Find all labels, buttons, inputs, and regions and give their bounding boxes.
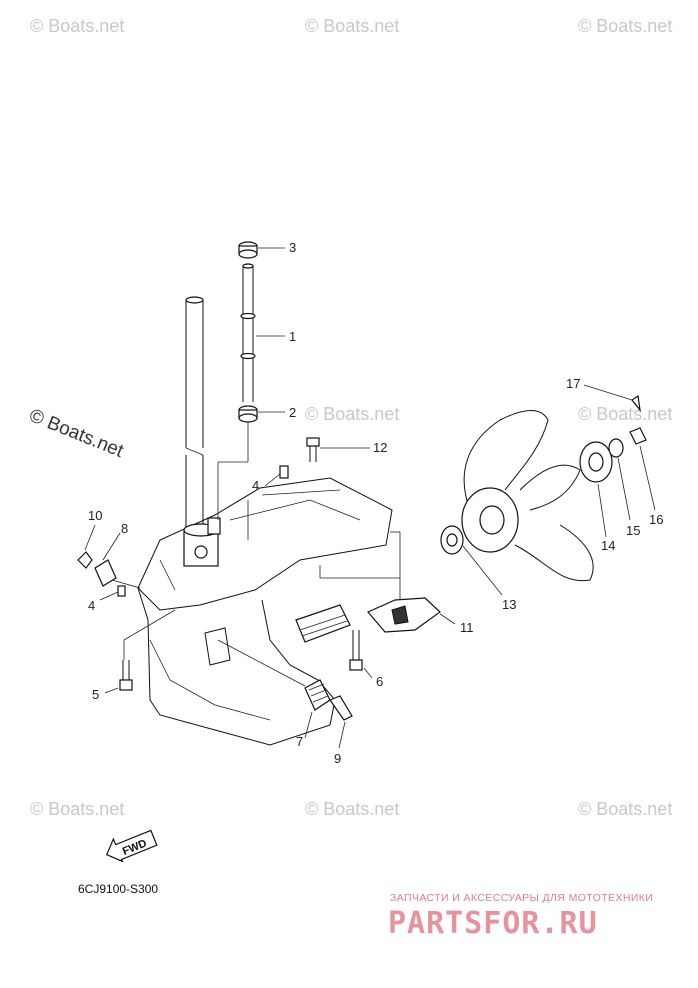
callout-4-upper: 4 — [252, 478, 259, 493]
fwd-arrow: FWD — [105, 829, 158, 863]
callout-10: 10 — [88, 508, 102, 523]
watermark-top-right: © Boats.net — [578, 16, 672, 36]
callout-16: 16 — [649, 512, 663, 527]
lower-case — [137, 477, 393, 746]
watermarks: © Boats.net © Boats.net © Boats.net © Bo… — [26, 16, 672, 819]
callout-4-lower: 4 — [88, 598, 95, 613]
callout-1: 1 — [289, 329, 296, 344]
watermark-bottom-left: © Boats.net — [30, 799, 124, 819]
promo-subtitle: ЗАПЧАСТИ И АКСЕССУАРЫ ДЛЯ МОТОТЕХНИКИ — [390, 892, 654, 904]
watermark-bottom-center: © Boats.net — [305, 799, 399, 819]
callout-13: 13 — [502, 597, 516, 612]
callout-8: 8 — [121, 521, 128, 536]
watermark-mid-center: © Boats.net — [305, 404, 399, 424]
callout-12: 12 — [373, 440, 387, 455]
callout-2: 2 — [289, 405, 296, 420]
callout-17: 17 — [566, 376, 580, 391]
callout-9: 9 — [334, 751, 341, 766]
water-tube — [238, 241, 258, 423]
watermark-top-left: © Boats.net — [30, 16, 124, 36]
callout-5: 5 — [92, 687, 99, 702]
callout-15: 15 — [626, 523, 640, 538]
diagram-code: 6CJ9100-S300 — [78, 882, 158, 896]
callout-numbers: 3 1 2 12 4 10 8 4 5 6 7 9 11 13 14 15 16… — [88, 240, 663, 766]
callout-3: 3 — [289, 240, 296, 255]
watermark-bottom-right: © Boats.net — [578, 799, 672, 819]
small-parts — [77, 437, 464, 721]
propeller — [461, 410, 594, 582]
callout-6: 6 — [376, 674, 383, 689]
watermark-top-center: © Boats.net — [305, 16, 399, 36]
promo-brand: PARTSFOR.RU — [388, 906, 598, 941]
prop-hardware — [579, 394, 647, 483]
watermark-mid-right: © Boats.net — [578, 404, 672, 424]
watermark-large: © Boats.net — [26, 405, 127, 462]
drive-shaft — [185, 296, 204, 540]
callout-7: 7 — [296, 734, 303, 749]
callout-14: 14 — [601, 538, 615, 553]
leader-lines — [84, 247, 656, 749]
callout-11: 11 — [460, 620, 474, 635]
